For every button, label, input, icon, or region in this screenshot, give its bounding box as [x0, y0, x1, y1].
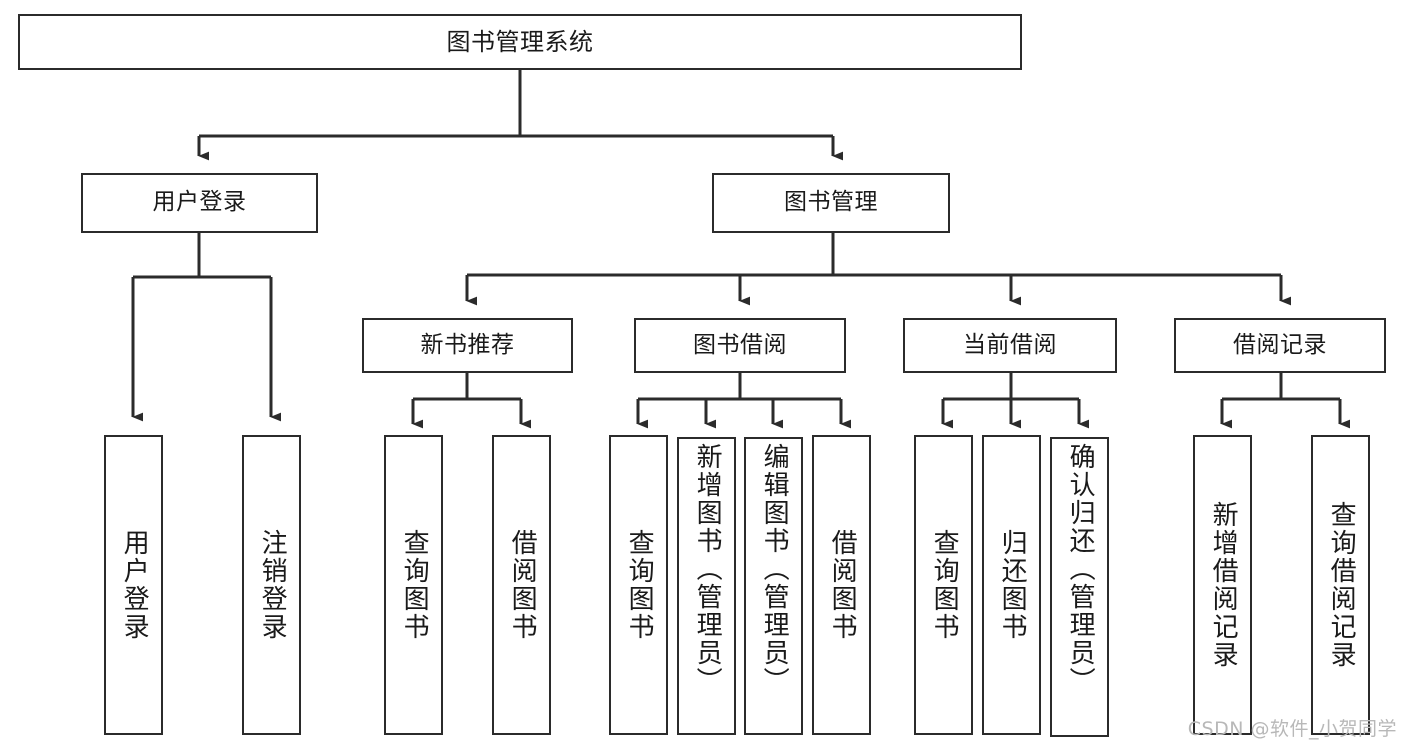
node-leaf-borrow-book-2-label: 借阅图书	[827, 529, 858, 641]
node-leaf-user-login-label: 用户登录	[119, 529, 150, 641]
node-leaf-add-record-label: 新增借阅记录	[1208, 501, 1239, 669]
node-leaf-query-book-3-label: 查询图书	[929, 529, 960, 641]
node-new-book-recommend-label: 新书推荐	[420, 331, 515, 358]
node-leaf-user-login[interactable]: 用户登录	[104, 435, 163, 735]
node-borrow-record-label: 借阅记录	[1233, 331, 1327, 358]
node-leaf-add-book[interactable]: 新增图书（管理员）	[677, 437, 736, 735]
node-leaf-add-book-label: 新增图书（管理员）	[692, 443, 723, 695]
node-current-borrow-label: 当前借阅	[963, 331, 1057, 358]
node-book-management[interactable]: 图书管理	[712, 173, 950, 233]
node-leaf-borrow-book-1-label: 借阅图书	[507, 529, 538, 641]
node-leaf-logout-login-label: 注销登录	[257, 529, 288, 641]
node-leaf-edit-book-label: 编辑图书（管理员）	[759, 443, 790, 695]
node-leaf-query-book-1[interactable]: 查询图书	[384, 435, 443, 735]
node-leaf-borrow-book-2[interactable]: 借阅图书	[812, 435, 871, 735]
node-leaf-query-book-3[interactable]: 查询图书	[914, 435, 973, 735]
csdn-watermark: CSDN @软件_小贺同学	[1187, 718, 1397, 740]
node-new-book-recommend[interactable]: 新书推荐	[362, 318, 573, 373]
node-leaf-query-book-2[interactable]: 查询图书	[609, 435, 668, 735]
node-borrow-record[interactable]: 借阅记录	[1174, 318, 1386, 373]
node-leaf-return-book[interactable]: 归还图书	[982, 435, 1041, 735]
node-book-management-label: 图书管理	[784, 189, 878, 216]
node-leaf-edit-book[interactable]: 编辑图书（管理员）	[744, 437, 803, 735]
node-leaf-confirm-return-label: 确认归还（管理员）	[1065, 443, 1096, 695]
node-root-system-label: 图书管理系统	[446, 27, 594, 56]
node-leaf-query-book-1-label: 查询图书	[399, 529, 430, 641]
node-leaf-confirm-return[interactable]: 确认归还（管理员）	[1050, 437, 1109, 737]
node-leaf-add-record[interactable]: 新增借阅记录	[1193, 435, 1252, 735]
node-current-borrow[interactable]: 当前借阅	[903, 318, 1117, 373]
node-leaf-logout-login[interactable]: 注销登录	[242, 435, 301, 735]
node-book-borrow[interactable]: 图书借阅	[634, 318, 846, 373]
node-root-system[interactable]: 图书管理系统	[18, 14, 1022, 70]
node-user-login[interactable]: 用户登录	[81, 173, 318, 233]
node-user-login-label: 用户登录	[152, 189, 247, 216]
node-leaf-return-book-label: 归还图书	[997, 529, 1028, 641]
node-leaf-borrow-book-1[interactable]: 借阅图书	[492, 435, 551, 735]
node-leaf-query-book-2-label: 查询图书	[624, 529, 655, 641]
node-leaf-query-record[interactable]: 查询借阅记录	[1311, 435, 1370, 735]
node-book-borrow-label: 图书借阅	[693, 331, 787, 358]
node-leaf-query-record-label: 查询借阅记录	[1326, 501, 1357, 669]
